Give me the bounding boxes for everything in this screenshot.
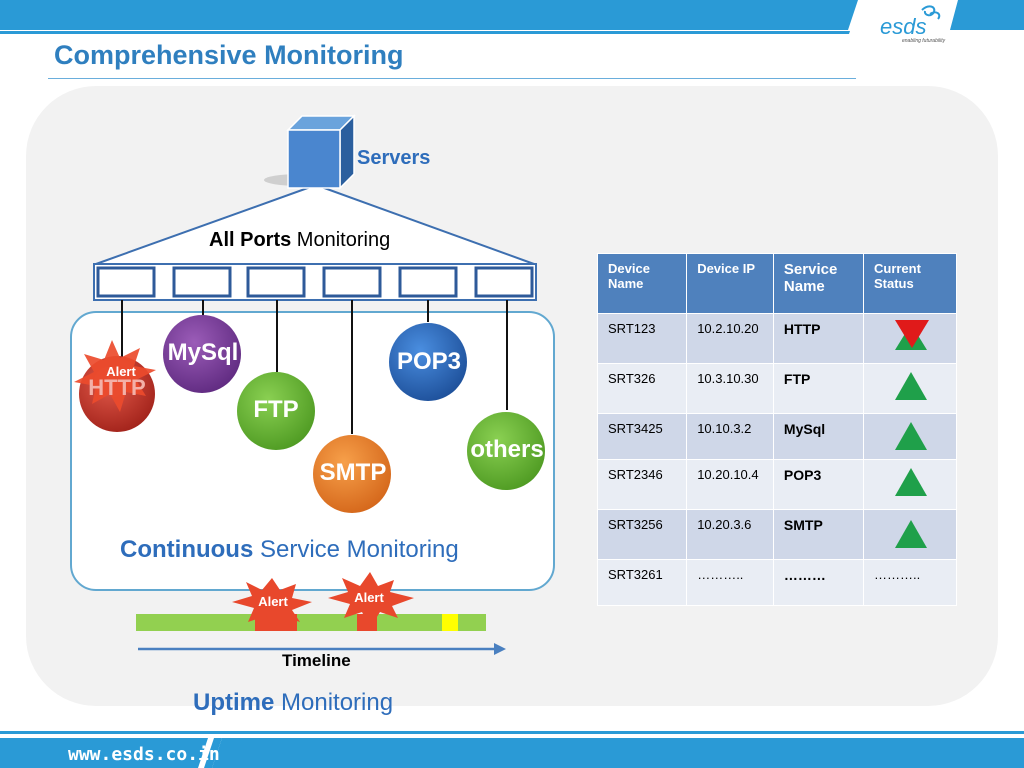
all-ports-label: All Ports Monitoring [209, 229, 391, 251]
http-alert-label: Alert [106, 364, 136, 379]
port-hub-roof [95, 183, 535, 265]
cell-device-name: SRT3261 [596, 559, 688, 606]
port-5 [398, 266, 458, 298]
header-device-name: Device Name [596, 253, 688, 314]
esds-logo: esds enabling futurability [880, 5, 946, 44]
status-up-icon [894, 372, 927, 400]
cell-device-ip: ……….. [686, 559, 774, 606]
header-band [0, 0, 1024, 34]
cell-service-name: ……… [772, 559, 864, 606]
pop3-label: POP3 [396, 348, 462, 375]
smtp-label: SMTP [319, 459, 387, 486]
cell-service-name: POP3 [772, 459, 864, 510]
others-label: others [470, 436, 544, 463]
table-row: SRT326 10.3.10.30 FTP [596, 363, 958, 414]
header-device-ip: Device IP [686, 253, 774, 314]
timeline-alert-label-2: Alert [354, 590, 384, 605]
svg-text:enabling futurability: enabling futurability [902, 38, 946, 44]
port-4 [322, 266, 382, 298]
cell-status [862, 509, 958, 560]
cell-device-ip: 10.10.3.2 [686, 413, 774, 460]
http-alert-burst [74, 340, 156, 412]
table-row: SRT3256 10.20.3.6 SMTP [596, 509, 958, 560]
cell-service-name: FTP [772, 363, 864, 414]
cell-device-name: SRT3256 [596, 509, 688, 560]
mysql-ball [163, 315, 241, 393]
status-up-icon [894, 422, 927, 450]
servers-label: Servers [357, 147, 431, 169]
footer-band-top [0, 731, 1024, 734]
table-row: SRT123 10.2.10.20 HTTP [596, 313, 958, 364]
cell-device-ip: 10.3.10.30 [686, 363, 774, 414]
table-row: SRT2346 10.20.10.4 POP3 [596, 459, 958, 510]
cell-status [862, 313, 958, 364]
continuous-monitoring-label: Continuous Service Monitoring [120, 536, 459, 563]
svg-text:esds: esds [880, 14, 926, 39]
footer-divider [198, 738, 214, 768]
header-current-status: Current Status [862, 253, 958, 314]
pop3-ball [389, 323, 467, 401]
cell-status [862, 459, 958, 510]
table-row: SRT3261 ……….. ……… ……….. [596, 559, 958, 606]
timeline-warning [442, 614, 458, 631]
others-ball [467, 412, 545, 490]
cell-device-name: SRT123 [596, 313, 688, 364]
cell-device-name: SRT2346 [596, 459, 688, 510]
cell-device-ip: 10.2.10.20 [686, 313, 774, 364]
timeline-bar [136, 614, 486, 631]
timeline-alert-burst-2 [328, 572, 414, 628]
device-status-table: Device Name Device IP Service Name Curre… [596, 253, 958, 606]
cell-status [862, 413, 958, 460]
page-title: Comprehensive Monitoring [54, 40, 404, 70]
cell-service-name: MySql [772, 413, 864, 460]
title-divider [48, 78, 856, 79]
footer-band [0, 738, 222, 768]
status-up-icon [894, 468, 927, 496]
header-service-name: Service Name [772, 253, 864, 314]
uptime-monitoring-label: Uptime Monitoring [193, 689, 394, 716]
cell-device-ip: 10.20.3.6 [686, 509, 774, 560]
cell-service-name: SMTP [772, 509, 864, 560]
port-3 [246, 266, 306, 298]
timeline-label: Timeline [282, 651, 351, 670]
footer-band-right [212, 738, 1024, 768]
table-row: SRT3425 10.10.3.2 MySql [596, 413, 958, 460]
timeline-alert-label-1: Alert [258, 594, 288, 609]
timeline-arrow-head [494, 643, 506, 655]
status-up-icon [894, 520, 927, 548]
cell-device-name: SRT326 [596, 363, 688, 414]
table-header-row: Device Name Device IP Service Name Curre… [596, 253, 958, 314]
cell-service-name: HTTP [772, 313, 864, 364]
cell-device-name: SRT3425 [596, 413, 688, 460]
cell-status [862, 363, 958, 414]
smtp-ball [313, 435, 391, 513]
ftp-ball [237, 372, 315, 450]
footer-url: www.esds.co.in [68, 744, 220, 765]
status-down-icon [894, 320, 929, 350]
port-2 [172, 266, 232, 298]
ftp-label: FTP [253, 396, 299, 423]
server-icon [264, 114, 356, 190]
port-strip [93, 263, 537, 301]
cell-device-ip: 10.20.10.4 [686, 459, 774, 510]
timeline-alert-burst-1 [232, 578, 312, 630]
mysql-label: MySql [167, 339, 239, 366]
cell-status: ……….. [862, 559, 958, 606]
port-6 [474, 266, 534, 298]
port-1 [96, 266, 156, 298]
http-label: HTTP [88, 375, 146, 400]
